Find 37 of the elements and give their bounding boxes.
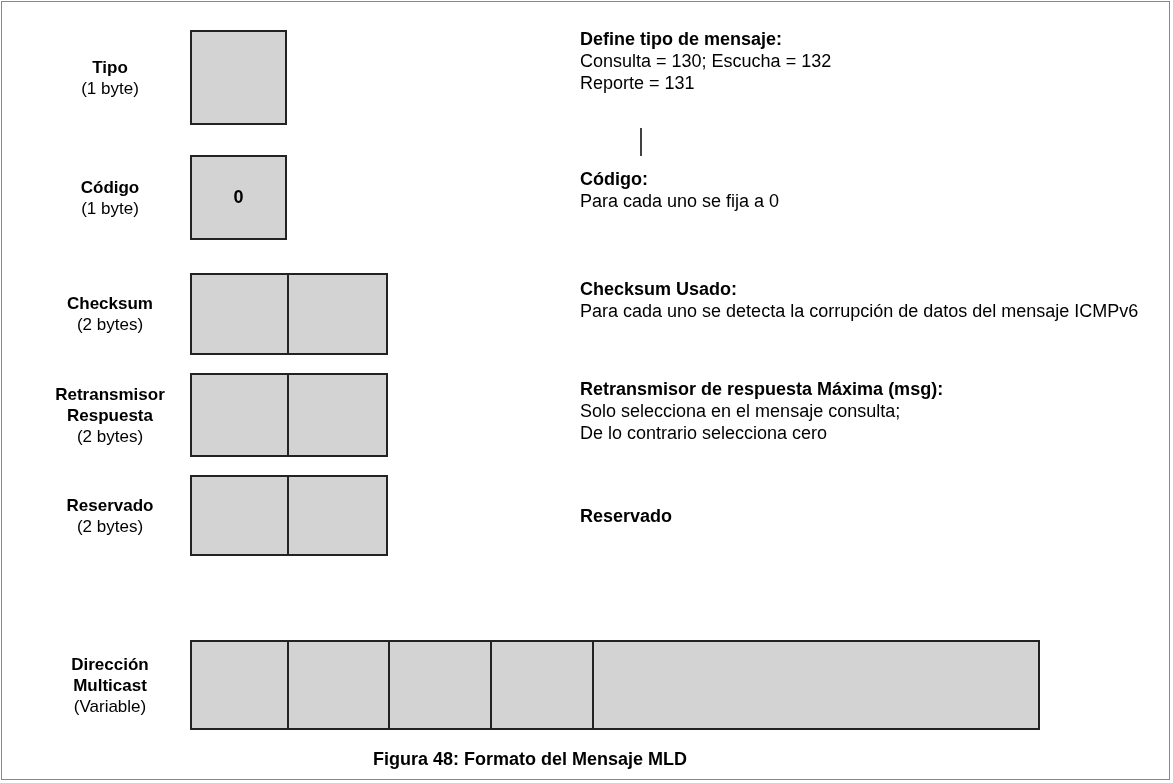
byte-cell xyxy=(388,640,492,730)
byte-cell xyxy=(190,30,287,125)
description-text: Para cada uno se fija a 0 xyxy=(580,190,780,212)
field-size: (Variable) xyxy=(72,695,148,717)
byte-cell xyxy=(287,475,388,556)
byte-cell xyxy=(287,640,390,730)
field-size: (2 bytes) xyxy=(75,515,145,537)
field-name: Dirección Multicast xyxy=(70,653,150,696)
field-heading: Reservado xyxy=(580,505,673,527)
field-size: (1 byte) xyxy=(80,197,140,219)
field-size: (2 bytes) xyxy=(75,314,145,335)
byte-cell xyxy=(190,373,289,457)
byte-cell xyxy=(190,273,289,355)
figure-caption: Figura 48: Formato del Mensaje MLD xyxy=(371,748,689,770)
field-name: Reservado xyxy=(65,494,155,516)
description-text: Consulta = 130; Escucha = 132 xyxy=(580,50,832,72)
byte-cell xyxy=(287,373,388,457)
field-name: Checksum xyxy=(66,293,154,314)
byte-cell xyxy=(190,640,289,730)
field-name: Código xyxy=(79,176,141,198)
field-heading: Define tipo de mensaje: xyxy=(580,28,783,50)
description-text: Reporte = 131 xyxy=(580,72,695,94)
field-heading: Código: xyxy=(580,168,648,190)
byte-cell xyxy=(287,273,388,355)
field-size: (1 byte) xyxy=(80,77,140,99)
field-size: (2 bytes) xyxy=(75,425,145,447)
byte-cell xyxy=(592,640,1040,730)
value-cell: 0 xyxy=(190,155,287,240)
field-heading: Retransmisor de respuesta Máxima (msg): xyxy=(580,378,944,400)
field-name: Retransmisor Respuesta xyxy=(54,383,166,426)
field-name: Tipo xyxy=(91,56,129,78)
byte-cell xyxy=(190,475,289,556)
description-text: De lo contrario selecciona cero xyxy=(580,422,828,444)
description-text: Solo selecciona en el mensaje consulta; xyxy=(580,400,901,422)
field-heading: Checksum Usado: xyxy=(580,278,738,300)
byte-cell xyxy=(490,640,594,730)
description-text: Para cada uno se detecta la corrupción de datos del mensaje ICMPv6 xyxy=(580,300,1140,322)
